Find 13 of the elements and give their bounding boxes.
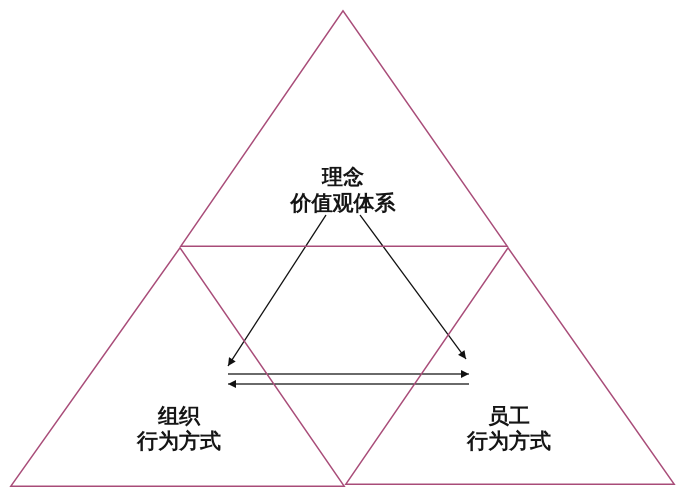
arrow <box>228 370 469 378</box>
heading-text: 组织 <box>158 404 200 428</box>
triangle-shape <box>180 10 508 247</box>
heading-text: 员工 <box>488 404 530 428</box>
arrow <box>227 214 327 366</box>
heading-text: 理念 <box>322 166 364 188</box>
body-text: 行为方式 <box>467 430 551 452</box>
body-text: 行为方式 <box>137 430 221 452</box>
triangle-shape <box>10 247 345 487</box>
triangle-shape <box>345 247 675 485</box>
arrow <box>359 214 467 360</box>
arrow <box>228 380 469 388</box>
body-text: 价值观体系 <box>290 192 396 214</box>
